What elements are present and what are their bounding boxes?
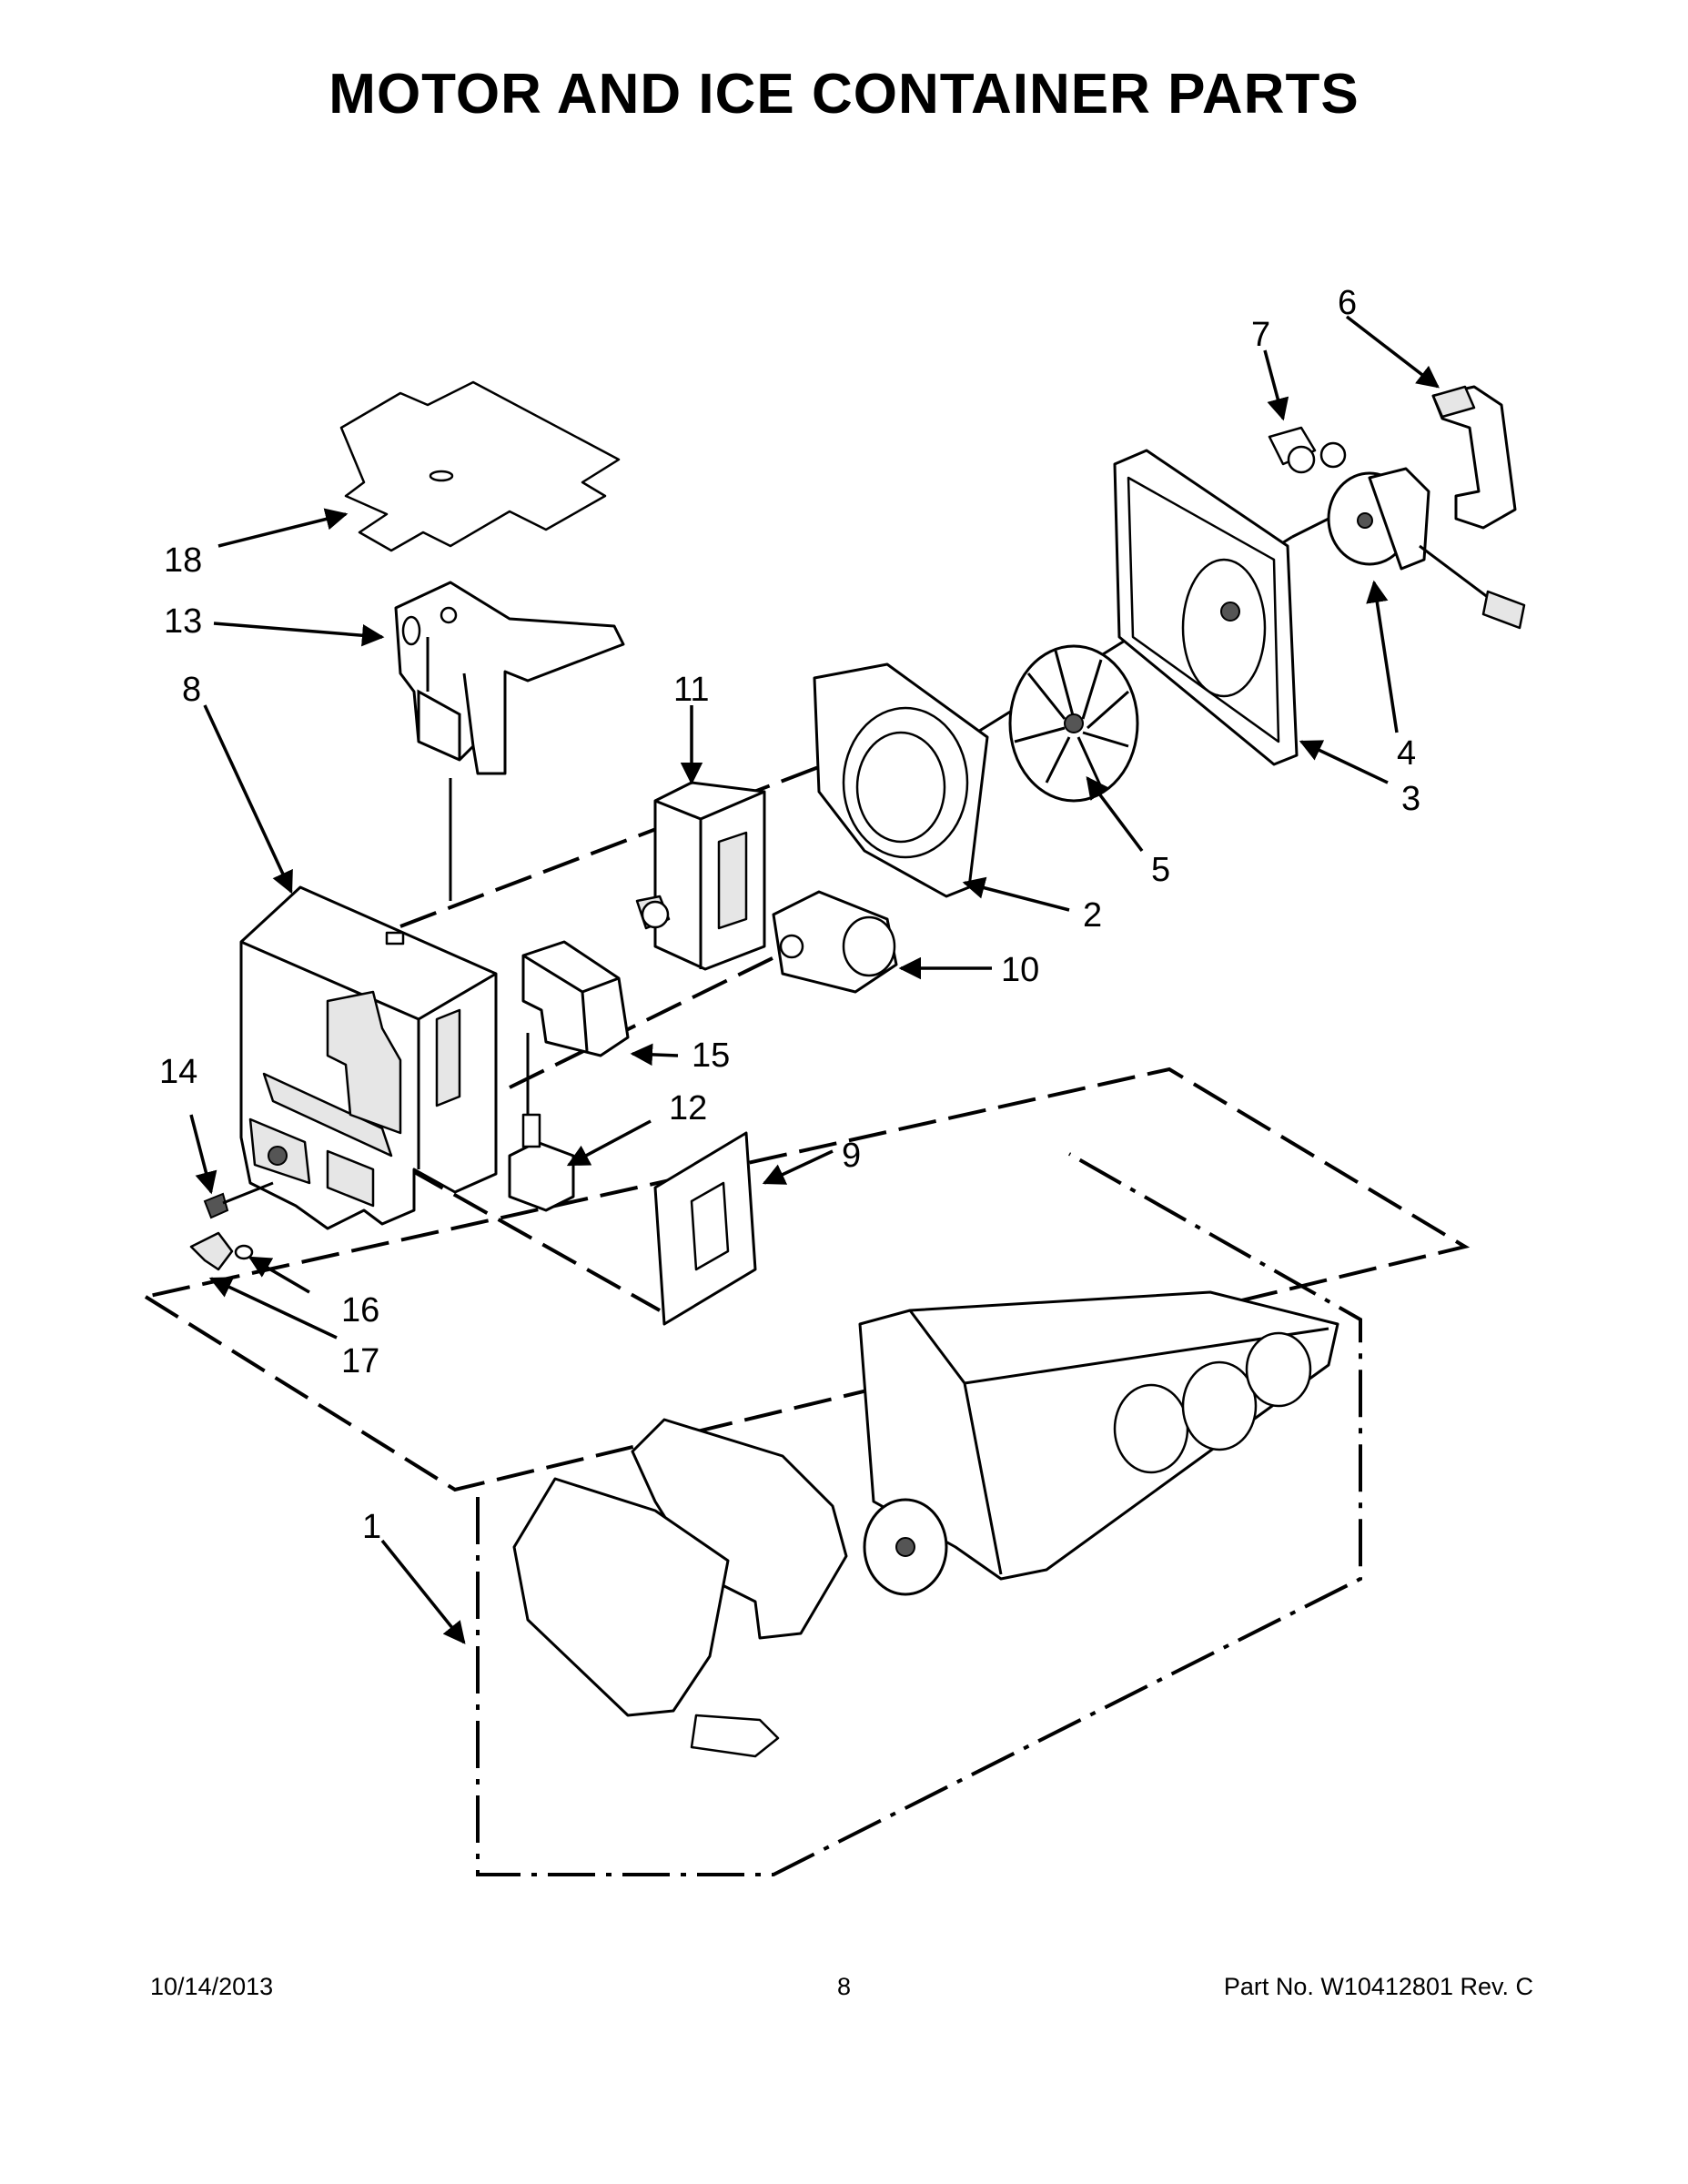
part-2-fan-shroud	[813, 662, 989, 898]
part-12-solenoid	[508, 1113, 575, 1212]
part-16-washer	[234, 1244, 254, 1260]
part-10-auger-motor	[772, 890, 898, 994]
part-4-fan-motor	[1327, 467, 1526, 630]
footer-part-number: Part No. W10412801 Rev. C	[1223, 1973, 1533, 2000]
callout-18: 18	[164, 541, 202, 580]
part-6-bracket	[1431, 385, 1517, 530]
callout-2: 2	[1083, 896, 1102, 935]
footer-date: 10/14/2013	[150, 1973, 274, 2000]
part-11-actuator	[635, 781, 766, 971]
callout-9: 9	[842, 1137, 861, 1175]
upper-assembly-boundary	[144, 1067, 1471, 1492]
callout-12: 12	[669, 1089, 707, 1127]
part-1-ice-container	[512, 1290, 1339, 1758]
footer-page-number: 8	[836, 1973, 852, 2000]
connector-line	[409, 1168, 661, 1312]
connector-line	[399, 744, 874, 928]
ice-container-boundary	[476, 1152, 1362, 1876]
part-14-screw	[203, 1181, 274, 1219]
callout-11: 11	[673, 671, 709, 709]
callout-8: 8	[182, 671, 201, 709]
page-title: MOTOR AND ICE CONTAINER PARTS	[329, 63, 1359, 126]
callout-4: 4	[1397, 734, 1416, 773]
callout-7: 7	[1251, 316, 1270, 354]
callout-labels: 6 7 18 13 8 11 4 3 5 2 10 15 12 9 14 16 …	[159, 284, 1420, 1546]
callout-5: 5	[1151, 851, 1170, 889]
part-17-clip	[189, 1231, 234, 1271]
leader-arrows	[189, 315, 1440, 1644]
callout-1: 1	[362, 1508, 381, 1546]
part-15-bracket	[521, 940, 630, 1057]
part-9-plate	[653, 1131, 757, 1326]
callout-14: 14	[159, 1053, 197, 1091]
part-13-bracket	[394, 581, 625, 775]
part-8-housing	[239, 885, 498, 1230]
part-5-fan-blade	[1008, 644, 1139, 803]
callout-15: 15	[692, 1036, 730, 1075]
callout-6: 6	[1338, 284, 1357, 322]
callout-16: 16	[341, 1291, 379, 1330]
connector-line	[509, 925, 838, 1089]
callout-13: 13	[164, 602, 202, 641]
part-18-gasket	[339, 380, 621, 552]
callout-10: 10	[1001, 951, 1039, 989]
part-7-mount	[1268, 426, 1347, 474]
callout-3: 3	[1401, 780, 1420, 818]
callout-17: 17	[341, 1342, 379, 1380]
part-3-fan-housing	[1113, 449, 1299, 766]
